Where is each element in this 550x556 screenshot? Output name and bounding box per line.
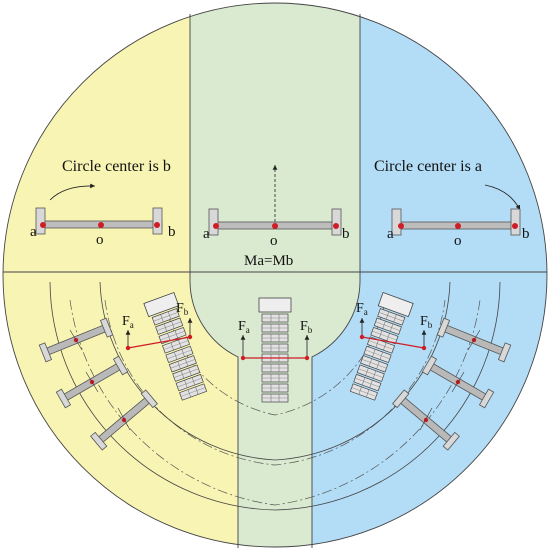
middle-bar (208, 208, 342, 236)
right-forces (359, 318, 427, 348)
right-label-a: a (387, 226, 394, 242)
left-point-o (98, 222, 104, 228)
right-force-point-a (359, 334, 365, 340)
u-left-edge (189, 272, 239, 548)
outline-lines (2, 2, 548, 548)
right-cross-marks (419, 329, 481, 431)
right-label-o: o (454, 233, 462, 249)
middle-label-b: b (342, 226, 350, 242)
right-force-label-a: Fa (356, 301, 368, 317)
right-force-label-b: Fb (420, 314, 433, 330)
right-point-b (512, 223, 518, 229)
left-caption: Circle center is b (62, 158, 171, 175)
middle-force-label-a: Fa (238, 319, 250, 335)
left-force-line (127, 336, 191, 349)
u-right-edge (311, 272, 361, 548)
left-force-point-b (187, 334, 193, 340)
right-rotation-arrow (484, 184, 521, 211)
left-rotation-arrow (49, 183, 96, 201)
left-label-a: a (30, 224, 37, 240)
left-region (3, 3, 190, 547)
middle-forces (240, 335, 310, 358)
right-label-b: b (522, 226, 530, 242)
right-region (360, 3, 547, 547)
left-force-label-b: Fb (176, 301, 189, 317)
middle-label-a: a (203, 226, 210, 242)
right-point-a (398, 223, 404, 229)
right-force-point-b (421, 345, 427, 351)
left-forces (125, 318, 193, 348)
right-bar (391, 208, 521, 236)
outer-circle (2, 2, 548, 548)
middle-force-point-b (304, 355, 310, 361)
left-point-a (40, 222, 46, 228)
right-caption: Circle center is a (374, 158, 482, 175)
left-label-o: o (96, 232, 104, 248)
middle-chain (258, 297, 292, 403)
right-point-o (455, 223, 461, 229)
left-bar (35, 207, 163, 235)
middle-label-o: o (270, 233, 278, 249)
left-force-point-a (125, 345, 131, 351)
left-cross-marks (69, 329, 131, 431)
middle-force-label-b: Fb (300, 319, 313, 335)
left-label-b: b (168, 224, 176, 240)
middle-caption: Ma=Mb (244, 253, 293, 269)
arc-middle (104, 299, 446, 466)
middle-point-b (333, 223, 339, 229)
arc-outer (69, 299, 481, 506)
right-force-line (361, 336, 425, 349)
middle-point-a (213, 223, 219, 229)
middle-u-notch (190, 275, 360, 547)
right-chain (349, 292, 414, 401)
left-chain (143, 292, 208, 401)
middle-force-point-a (240, 355, 246, 361)
left-point-b (154, 222, 160, 228)
middle-point-o (272, 223, 278, 229)
left-force-label-a: Fa (122, 314, 134, 330)
